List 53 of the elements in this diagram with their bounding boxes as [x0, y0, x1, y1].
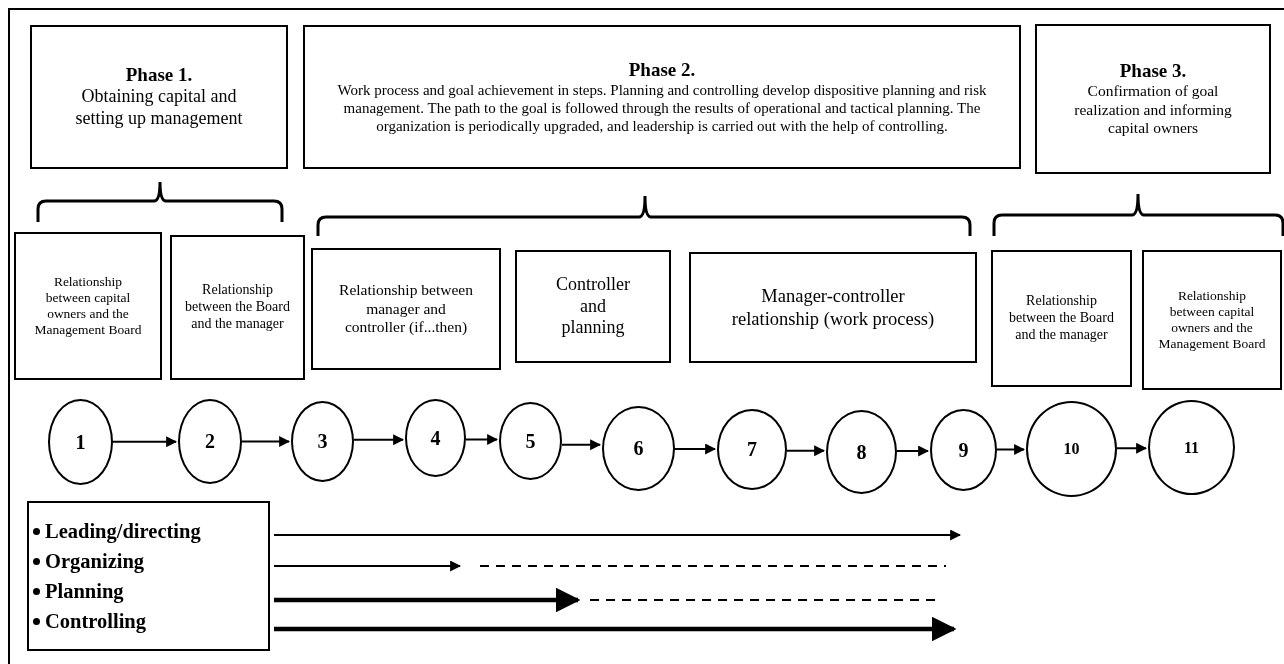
relationship-box: [311, 248, 501, 370]
arrow: [112, 436, 178, 448]
phase-box: [303, 25, 1021, 169]
relationship-box: [1142, 250, 1282, 390]
box-text: Relationship between the Board and the manager: [1008, 293, 1115, 344]
box-text: Relationship between capital owners and the Management Board: [1158, 287, 1266, 353]
box-text: Relationship between capital owners and the Management Board: [33, 273, 143, 339]
phase-description: Obtaining capital and setting up management: [74, 86, 244, 130]
box-text: Manager-controller relationship (work process): [731, 285, 935, 330]
arrow: [996, 444, 1026, 455]
step-number: 6: [633, 437, 644, 460]
phase-title: Phase 3.: [1119, 60, 1187, 83]
list-item: Controlling: [45, 609, 146, 635]
relationship-box: [991, 250, 1132, 387]
arrow: [786, 445, 826, 457]
step-number: 9: [958, 438, 969, 462]
step-number: 8: [856, 440, 867, 464]
arrow: [241, 436, 291, 447]
step-number: 11: [1183, 438, 1200, 457]
step-number: 7: [747, 438, 757, 461]
relationship-box: [14, 232, 162, 380]
relationship-box: [689, 252, 977, 363]
arrow: [274, 616, 957, 642]
phase-description: Work process and goal achievement in steps. Planning and controlling develop dispositive planning and risk management. The path to the goal is followed through the results of operational and tactical planning. The organization is periodically upgraded, and leadership is carried out with the help of controlling.: [336, 80, 988, 135]
box-text: Relationship between the Board and the manager: [184, 282, 291, 333]
arrow: [273, 560, 462, 572]
step-number: 3: [317, 430, 328, 453]
relationship-box: [515, 250, 671, 363]
arrow: [273, 529, 962, 541]
phase-title: Phase 2.: [628, 59, 696, 81]
arrow: [674, 443, 717, 455]
list-item: Organizing: [45, 549, 145, 575]
phase-box: [30, 25, 288, 169]
list-item: Planning: [45, 579, 124, 605]
phase-box: [1035, 24, 1271, 174]
arrow: [561, 439, 602, 451]
arrow: [465, 434, 499, 445]
step-number: 10: [1063, 440, 1080, 458]
phase-title: Phase 1.: [125, 64, 193, 87]
arrow: [1116, 442, 1148, 454]
arrow: [353, 434, 405, 446]
function-list-box: [27, 501, 270, 651]
step-number: 2: [205, 430, 215, 453]
step-number: 5: [525, 429, 536, 453]
phase-description: Confirmation of goal realization and informing capital owners: [1073, 82, 1233, 138]
box-text: Relationship between manager and controller (if...then): [338, 281, 474, 337]
relationship-box: [170, 235, 305, 380]
list-item: Leading/directing: [45, 519, 201, 545]
arrow: [274, 587, 581, 613]
step-number: 4: [430, 426, 441, 450]
step-number: 1: [75, 430, 86, 454]
box-text: Controller and planning: [555, 274, 631, 339]
arrow: [896, 445, 930, 457]
